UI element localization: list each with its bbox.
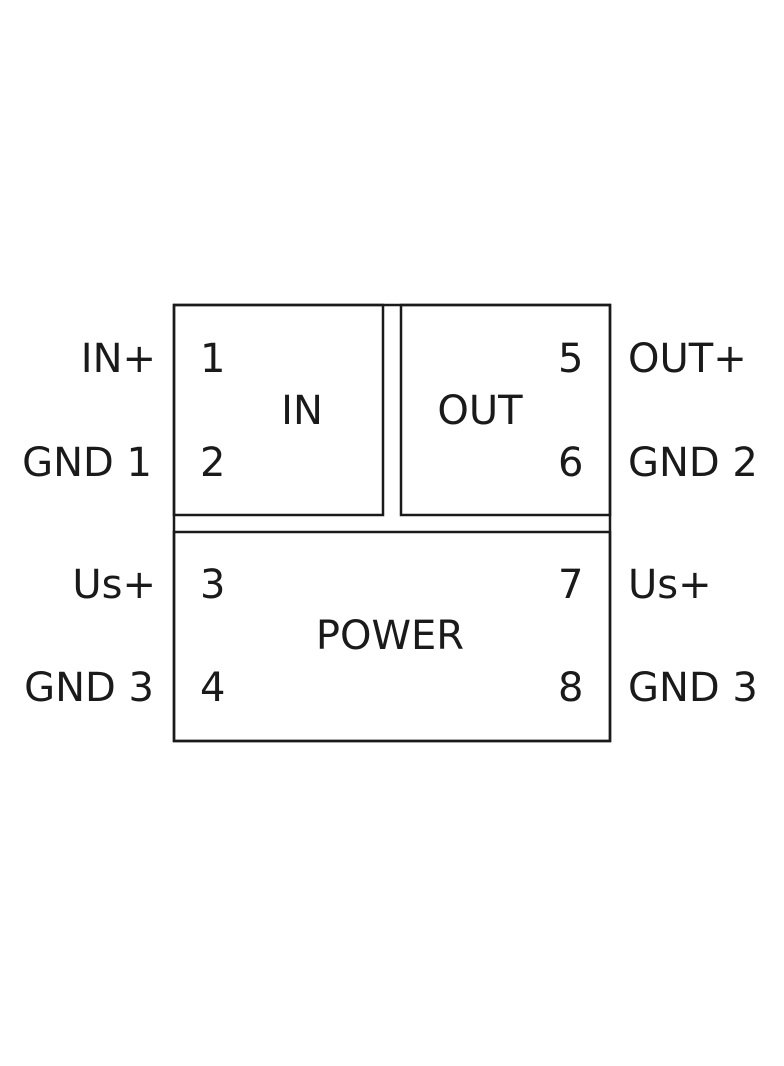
signal-label-us-plus-right: Us+ — [628, 562, 712, 608]
pin-8: 8 — [558, 665, 583, 711]
signal-label-gnd1: GND 1 — [22, 440, 152, 486]
pin-3: 3 — [200, 562, 225, 608]
pin-5: 5 — [558, 336, 583, 382]
section-label-power: POWER — [316, 613, 464, 659]
out-compartment — [399, 303, 612, 517]
signal-label-gnd2: GND 2 — [628, 440, 758, 486]
power-compartment — [172, 530, 612, 743]
pin-1: 1 — [200, 336, 225, 382]
signal-label-us-plus-left: Us+ — [72, 562, 156, 608]
signal-label-gnd3-right: GND 3 — [628, 665, 758, 711]
section-label-out: OUT — [437, 388, 523, 434]
pin-7: 7 — [558, 562, 583, 608]
pin-2: 2 — [200, 440, 225, 486]
signal-label-in-plus: IN+ — [81, 336, 156, 382]
pin-4: 4 — [200, 665, 225, 711]
signal-label-gnd3-left: GND 3 — [24, 665, 154, 711]
in-compartment — [172, 303, 385, 517]
pin-6: 6 — [558, 440, 583, 486]
signal-label-out-plus: OUT+ — [628, 336, 747, 382]
section-label-in: IN — [281, 388, 323, 434]
housing-outline — [172, 303, 612, 743]
